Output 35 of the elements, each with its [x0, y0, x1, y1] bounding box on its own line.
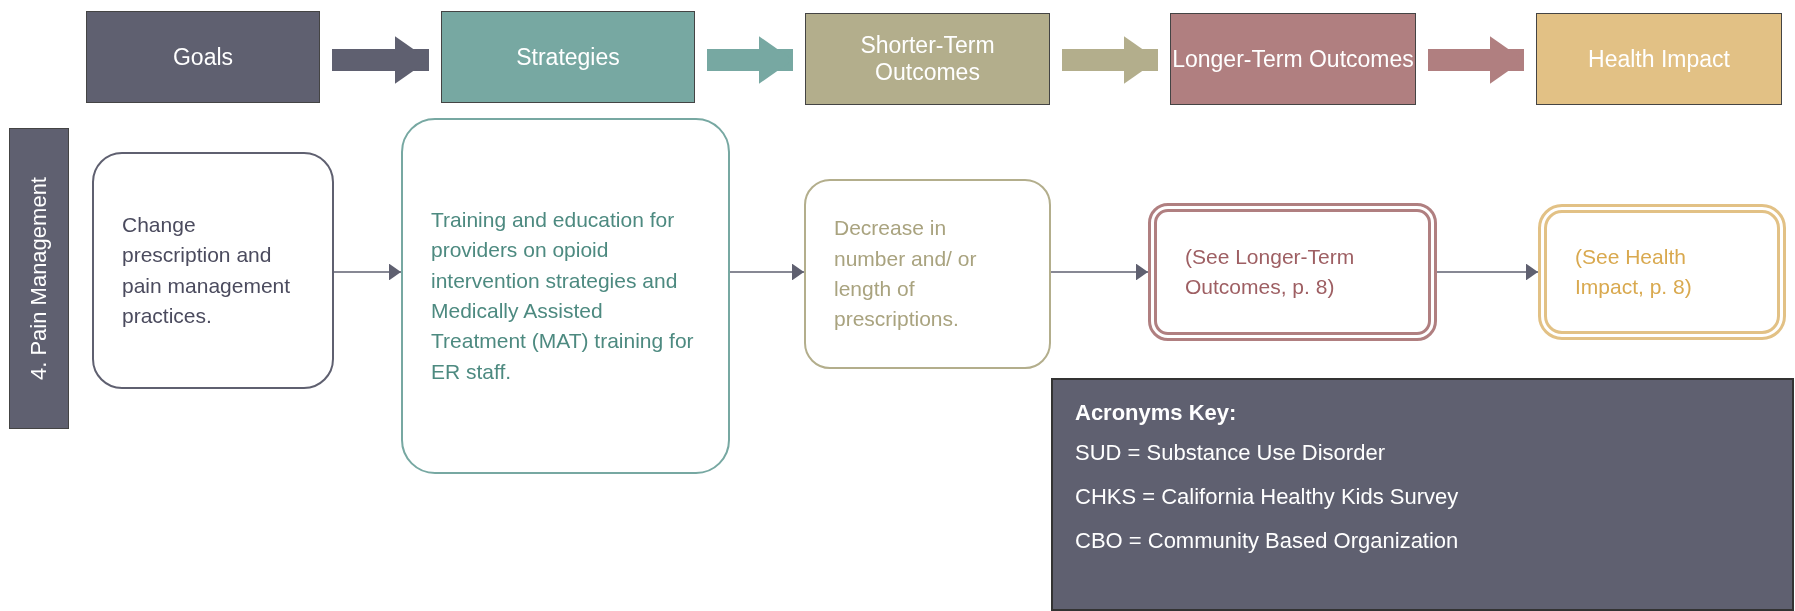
- key-entry: CBO = Community Based Organization: [1075, 528, 1460, 554]
- row-label-band: [9, 128, 69, 429]
- outcome-box: [804, 179, 1051, 369]
- box-text: (See Longer-Term Outcomes, p. 8): [1185, 243, 1356, 300]
- header-box: [1170, 13, 1416, 105]
- box-text: Change prescription and pain management practices.: [122, 211, 292, 329]
- block-arrow: [1428, 36, 1524, 84]
- header-label: Health Impact: [1588, 45, 1730, 73]
- header-box: [805, 13, 1050, 105]
- header-label: Goals: [172, 43, 234, 71]
- key-entry: SUD = Substance Use Disorder: [1075, 440, 1386, 466]
- key-heading: Acronyms Key:: [1075, 400, 1238, 426]
- outcome-box: [1148, 203, 1437, 341]
- block-arrow: [707, 36, 793, 84]
- header-box: [86, 11, 320, 103]
- header-box: [1536, 13, 1782, 105]
- strategy-box: [401, 118, 730, 474]
- header-label: Longer-Term Outcomes: [1172, 45, 1414, 73]
- block-arrow: [332, 36, 429, 84]
- arrow: [333, 263, 402, 281]
- acronyms-key-panel: [1051, 378, 1794, 611]
- block-arrow: [1062, 36, 1158, 84]
- header-label: Strategies: [516, 43, 620, 71]
- box-text: Training and education for providers on opioid intervention strategies and Medically Assisted Treatment (MAT) training for ER staff.: [431, 206, 695, 385]
- header-box: [441, 11, 695, 103]
- impact-box: [1538, 204, 1786, 340]
- goal-box: [92, 152, 334, 389]
- arrow: [1050, 263, 1149, 281]
- box-text: Decrease in number and/ or length of prescriptions.: [834, 215, 978, 333]
- header-label: Shorter-Term Outcomes: [859, 32, 996, 86]
- key-entry: CHKS = California Healthy Kids Survey: [1075, 484, 1460, 510]
- arrow: [1436, 263, 1539, 281]
- row-label: 4. Pain Management: [26, 177, 52, 380]
- arrow: [729, 263, 805, 281]
- box-text: (See Health Impact, p. 8): [1575, 243, 1693, 300]
